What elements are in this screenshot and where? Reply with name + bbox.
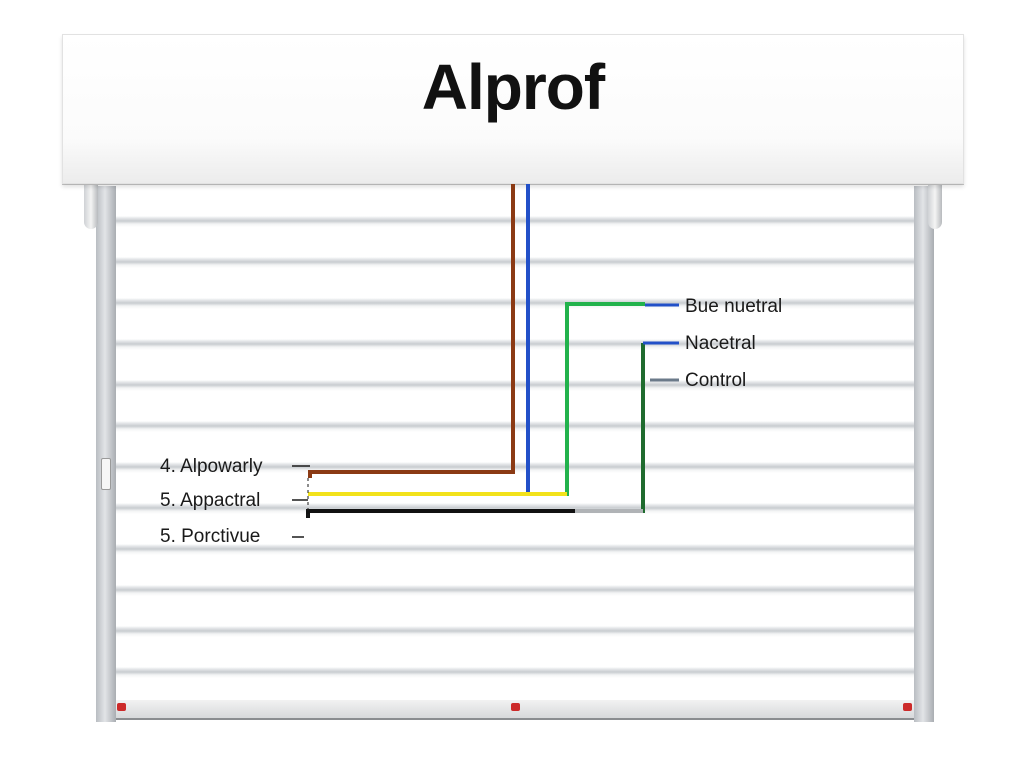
bottom-stop-left bbox=[117, 703, 126, 711]
brown-wire bbox=[308, 184, 515, 478]
label-alpowarly: 4. Alpowarly bbox=[160, 456, 263, 477]
bottom-stop-right bbox=[903, 703, 912, 711]
roller-housing bbox=[62, 34, 964, 184]
right-bracket bbox=[928, 183, 942, 229]
label-bue-nuetral: Bue nuetral bbox=[685, 296, 783, 317]
green-wire bbox=[565, 302, 645, 496]
bottom-stop-center bbox=[511, 703, 520, 711]
right-guide-rail bbox=[914, 186, 934, 722]
label-nacetral: Nacetral bbox=[685, 333, 756, 354]
label-appactral: 5. Appactral bbox=[160, 490, 261, 511]
lock-handle bbox=[101, 458, 111, 490]
black-wire bbox=[306, 509, 575, 518]
left-bracket bbox=[84, 183, 98, 229]
brand-title: Alprof bbox=[421, 51, 605, 123]
label-control: Control bbox=[685, 370, 747, 391]
label-porctivue: 5. Porctivue bbox=[160, 526, 261, 547]
left-guide-rail bbox=[96, 186, 116, 722]
